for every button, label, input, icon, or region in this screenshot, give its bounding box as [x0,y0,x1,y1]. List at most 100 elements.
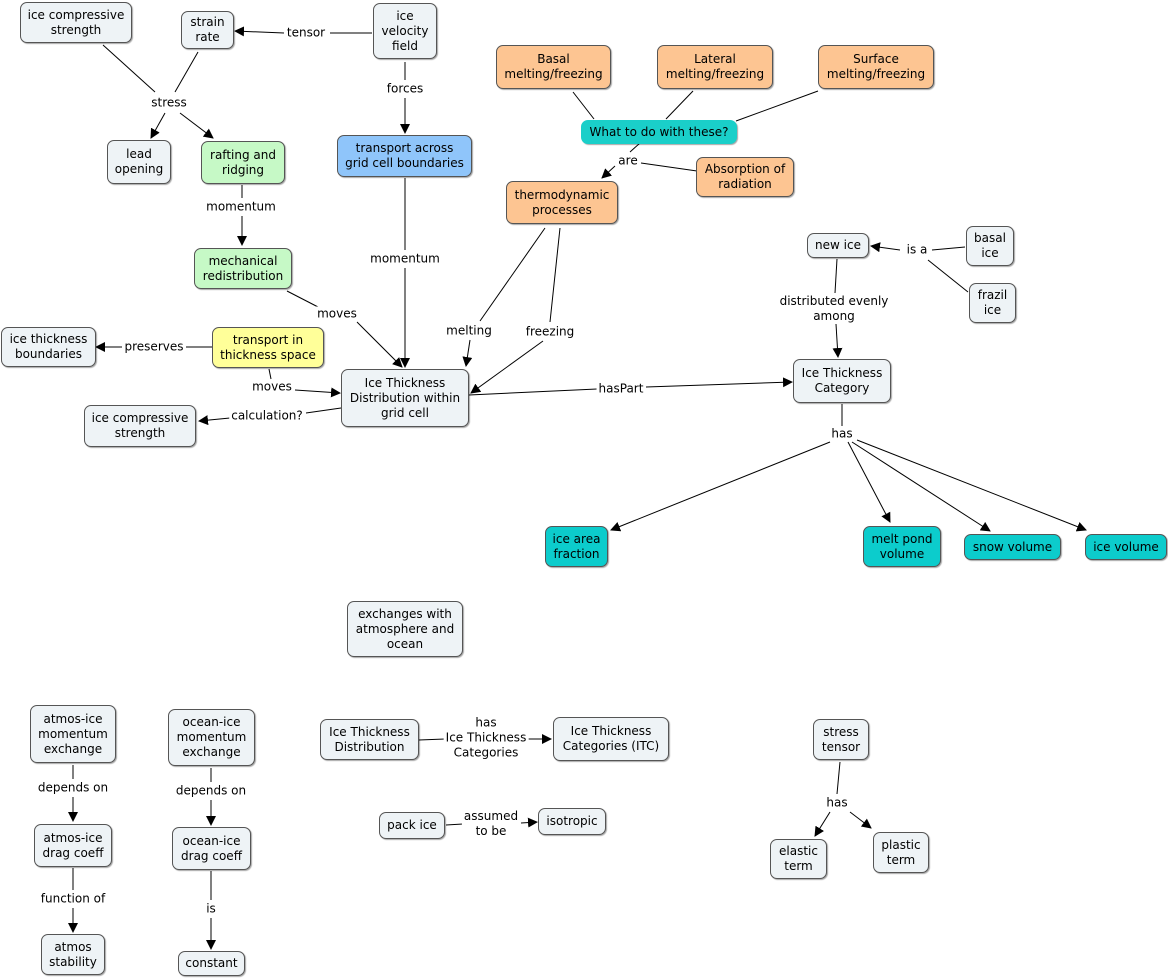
edge-frazil-isa [927,259,969,293]
link-preserves: preserves [122,339,186,355]
edge-surface-what [735,90,819,122]
node-ice-area-fraction[interactable]: ice area fraction [545,526,608,567]
node-absorption[interactable]: Absorption of radiation [696,157,794,197]
link-distributed: distributed evenly among [777,294,891,324]
node-ice-compressive-strength-mid[interactable]: ice compressive strength [84,405,196,447]
node-frazil-ice[interactable]: frazil ice [969,283,1016,323]
node-ice-thickness-category[interactable]: Ice Thickness Category [793,359,891,403]
node-new-ice[interactable]: new ice [807,233,869,258]
edge-absorption-are [640,162,698,172]
node-itc[interactable]: Ice Thickness Categories (ITC) [553,717,669,761]
edge-what-are [629,142,641,153]
edge-pack-assumed [445,823,464,826]
node-snow-volume[interactable]: snow volume [964,534,1061,560]
node-mechanical-redistribution[interactable]: mechanical redistribution [194,248,292,289]
edge-itd-hasitc [418,738,446,741]
link-moves-1: moves [315,306,359,322]
node-surface-melting[interactable]: Surface melting/freezing [818,45,934,89]
link-momentum-2: momentum [368,251,442,267]
link-has-2: has [824,795,850,811]
node-melt-pond-volume[interactable]: melt pond volume [863,526,941,567]
node-lead-opening[interactable]: lead opening [107,140,171,184]
link-melting: melting [444,323,494,339]
edge-isa-newice [870,242,901,253]
edge-has-icevol [856,439,1087,532]
node-plastic-term[interactable]: plastic term [873,832,929,873]
node-itd-grid[interactable]: Ice Thickness Distribution within grid c… [341,369,469,427]
node-ice-velocity-field[interactable]: ice velocity field [373,3,437,59]
node-transport-grid[interactable]: transport across grid cell boundaries [337,135,472,177]
link-are: are [616,153,640,169]
node-ocean-drag[interactable]: ocean-ice drag coeff [172,827,251,870]
edge-has-elastic [814,811,831,837]
edge-basal-isa [931,246,966,251]
link-haspart: hasPart [596,381,646,397]
node-basal-melting[interactable]: Basal melting/freezing [496,45,611,89]
node-ice-thickness-boundaries[interactable]: ice thickness boundaries [1,327,96,367]
node-atmos-stability[interactable]: atmos stability [41,934,105,975]
node-constant[interactable]: constant [178,951,245,976]
edge-itd-haspart [468,388,598,396]
node-atmos-momentum[interactable]: atmos-ice momentum exchange [30,705,116,763]
link-has-1: has [829,426,855,442]
edge-thermo-freezing [549,227,561,323]
node-ice-volume[interactable]: ice volume [1085,534,1167,560]
link-depends-on-2: depends on [173,783,249,799]
link-tensor: tensor [284,25,328,41]
link-momentum-1: momentum [204,199,278,215]
edge-mech-moves [286,290,321,309]
edge-moves-itd [356,321,403,368]
edge-itd-calc [305,407,342,414]
node-elastic-term[interactable]: elastic term [770,839,827,879]
node-ocean-momentum[interactable]: ocean-ice momentum exchange [168,709,255,766]
edge-stress-lead [150,112,166,139]
node-what-to-do[interactable]: What to do with these? [581,120,737,144]
node-transport-thickness[interactable]: transport in thickness space [212,327,324,368]
node-basal-ice[interactable]: basal ice [966,226,1014,266]
link-has-itc: has Ice Thickness Categories [443,715,529,761]
node-strain-rate[interactable]: strain rate [181,11,234,49]
node-thermodynamic[interactable]: thermodynamic processes [506,181,618,224]
edge-haspart-itc [645,377,793,388]
node-stress-tensor[interactable]: stress tensor [813,719,869,760]
edge-has-area [610,441,831,532]
link-is-a: is a [904,242,930,258]
edge-thermo-melting [479,227,546,322]
edge-tensor-strainrate [234,26,285,37]
node-lateral-melting[interactable]: Lateral melting/freezing [657,45,773,89]
node-isotropic[interactable]: isotropic [538,808,606,835]
edge-distributed-itc [832,323,843,358]
node-rafting-ridging[interactable]: rafting and ridging [201,141,285,184]
node-pack-ice[interactable]: pack ice [379,812,445,839]
edge-melting-itd [462,339,473,367]
edge-calc-ics [198,415,231,426]
edge-are-thermo [601,165,616,179]
edge-stress-rafting [179,112,214,139]
link-is: is [204,901,218,917]
link-moves-2: moves [250,379,294,395]
edge-moves-itd2 [294,387,341,398]
edge-strain-stress [174,51,199,93]
edge-newice-distributed [834,258,838,294]
node-exchanges[interactable]: exchanges with atmosphere and ocean [347,601,463,657]
node-atmos-drag[interactable]: atmos-ice drag coeff [34,824,112,867]
link-freezing: freezing [523,324,577,340]
edge-freezing-itd [470,340,544,394]
node-itd[interactable]: Ice Thickness Distribution [320,719,419,760]
link-function-of: function of [38,891,108,907]
edge-has-snow [851,441,991,532]
edge-assumed-isotropic [520,817,538,828]
link-calculation: calculation? [229,408,305,424]
edge-lateral-what [665,90,694,120]
link-stress: stress [149,95,189,111]
edge-has-plastic [849,811,872,829]
link-assumed: assumed to be [461,809,521,839]
edge-transport-moves [268,368,272,380]
link-depends-on-1: depends on [35,780,111,796]
edge-basal-what [572,91,595,120]
edge-tensor-has [836,761,841,795]
node-ice-compressive-strength-top[interactable]: ice compressive strength [20,2,132,43]
edge-ics-stress [102,44,156,93]
